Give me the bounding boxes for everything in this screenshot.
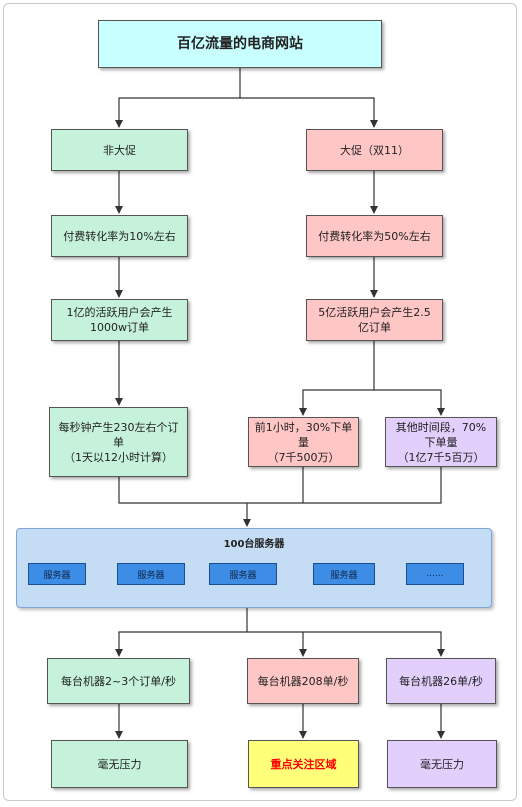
promotion-box: 大促（双11） [306,129,443,171]
other-time-box: 其他时间段，70% 下单量 （1亿7千5百万） [385,417,497,467]
server-3: 服务器 [209,563,277,585]
focus-area-box: 重点关注区域 [248,740,359,788]
middle-load-box: 每台机器208单/秒 [247,658,359,704]
left-result-box: 毫无压力 [51,740,188,788]
left-per-second-box: 每秒钟产生230左右个订 单 （1天以12小时计算） [49,407,188,477]
right-load-box: 每台机器26单/秒 [386,658,496,704]
server-4: 服务器 [313,563,375,585]
diagram-title: 百亿流量的电商网站 [98,20,382,68]
server-2: 服务器 [117,563,185,585]
non-promotion-box: 非大促 [51,129,188,171]
server-group-title: 100台服务器 [223,539,285,550]
server-more: ...... [406,563,464,585]
left-orders-box: 1亿的活跃用户会产生 1000w订单 [51,299,188,341]
right-orders-box: 5亿活跃用户会产生2.5 亿订单 [306,299,443,341]
server-group: 100台服务器 服务器 服务器 服务器 服务器 ...... [16,528,492,608]
right-conversion-box: 付费转化率为50%左右 [306,215,443,257]
left-conversion-box: 付费转化率为10%左右 [51,215,188,257]
left-load-box: 每台机器2~3个订单/秒 [47,658,190,704]
server-1: 服务器 [28,563,86,585]
right-result-box: 毫无压力 [387,740,497,788]
diagram-frame [3,3,517,801]
first-hour-box: 前1小时，30%下单 量 （7千500万） [248,417,359,467]
